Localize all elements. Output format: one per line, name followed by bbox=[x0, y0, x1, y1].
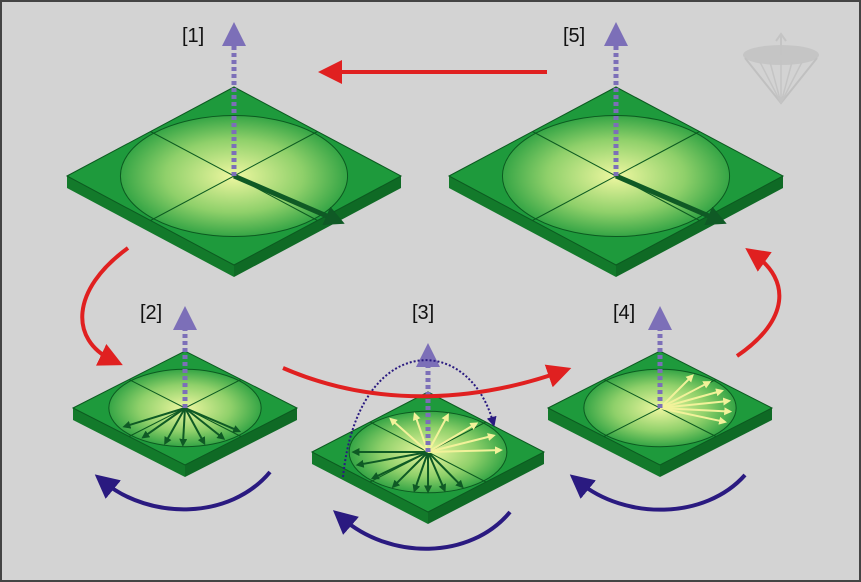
process-arrow-1-to-2 bbox=[80, 246, 130, 366]
step-label-5: [5] bbox=[563, 25, 585, 47]
spin-axis-arrowhead-icon bbox=[604, 22, 628, 46]
spin-axis-arrowhead-icon bbox=[173, 306, 197, 330]
excited-moment-arrow bbox=[427, 422, 479, 453]
magnetic-moment-arrow bbox=[122, 407, 186, 429]
precession-arrow-2 bbox=[94, 470, 272, 512]
excited-moment-arrow bbox=[427, 433, 496, 453]
platform-4 bbox=[546, 306, 774, 477]
excited-moment-arrow bbox=[659, 381, 712, 409]
platform-side bbox=[428, 452, 544, 524]
magnetic-moment-arrow bbox=[179, 407, 188, 447]
platform-side bbox=[616, 176, 783, 277]
magnetic-moment-arrow bbox=[615, 173, 727, 225]
step-label-2: [2] bbox=[140, 302, 162, 324]
excited-moment-arrow bbox=[427, 413, 449, 453]
platform-side bbox=[548, 408, 660, 477]
platform-side bbox=[312, 452, 428, 524]
platform-2 bbox=[71, 306, 299, 477]
spin-axis-arrowhead-icon bbox=[648, 306, 672, 330]
platform-1 bbox=[65, 22, 403, 277]
magnetic-moment-arrow bbox=[184, 407, 226, 440]
excited-moment-arrow bbox=[659, 407, 728, 425]
magnetic-moment-arrow bbox=[184, 407, 242, 433]
platform-side bbox=[67, 176, 234, 277]
excited-moment-arrow bbox=[659, 407, 733, 416]
step-label-3: [3] bbox=[412, 302, 434, 324]
excited-moment-arrow bbox=[659, 374, 694, 409]
precession-arrow-4 bbox=[569, 473, 747, 512]
platform-side bbox=[185, 408, 297, 477]
spin-axis-arrowhead-icon bbox=[222, 22, 246, 46]
magnetic-moment-arrow bbox=[141, 407, 186, 439]
platform-5 bbox=[447, 22, 785, 277]
platform-side bbox=[234, 176, 401, 277]
magnetic-moment-arrow bbox=[427, 451, 446, 493]
excited-moment-arrow bbox=[389, 417, 429, 453]
magnetic-moment-arrow bbox=[164, 407, 186, 446]
precession-arrow-3 bbox=[332, 510, 512, 551]
magnetic-moment-arrow bbox=[427, 451, 464, 489]
magnetic-moment-arrow bbox=[370, 451, 429, 480]
step-label-4: [4] bbox=[613, 302, 635, 324]
excited-moment-arrow bbox=[659, 397, 732, 409]
platform-side bbox=[449, 176, 616, 277]
magnetic-moment-arrow bbox=[355, 451, 429, 468]
magnetic-moment-arrow bbox=[412, 451, 429, 493]
magnetic-moment-arrow bbox=[391, 451, 429, 489]
globe-cone-logo-icon bbox=[743, 32, 819, 105]
platform-3 bbox=[310, 343, 546, 524]
excited-moment-arrow bbox=[412, 412, 429, 453]
process-arrow-4-to-5 bbox=[735, 248, 782, 358]
process-arrow-2-to-4 bbox=[282, 364, 572, 399]
excited-moment-arrow bbox=[659, 388, 725, 409]
platform-side bbox=[73, 408, 185, 477]
magnetic-moment-arrow bbox=[184, 407, 206, 446]
platform-side bbox=[660, 408, 772, 477]
step-label-1: [1] bbox=[182, 25, 204, 47]
magnetic-moment-arrow bbox=[233, 173, 345, 225]
excited-moment-arrow bbox=[427, 446, 503, 455]
